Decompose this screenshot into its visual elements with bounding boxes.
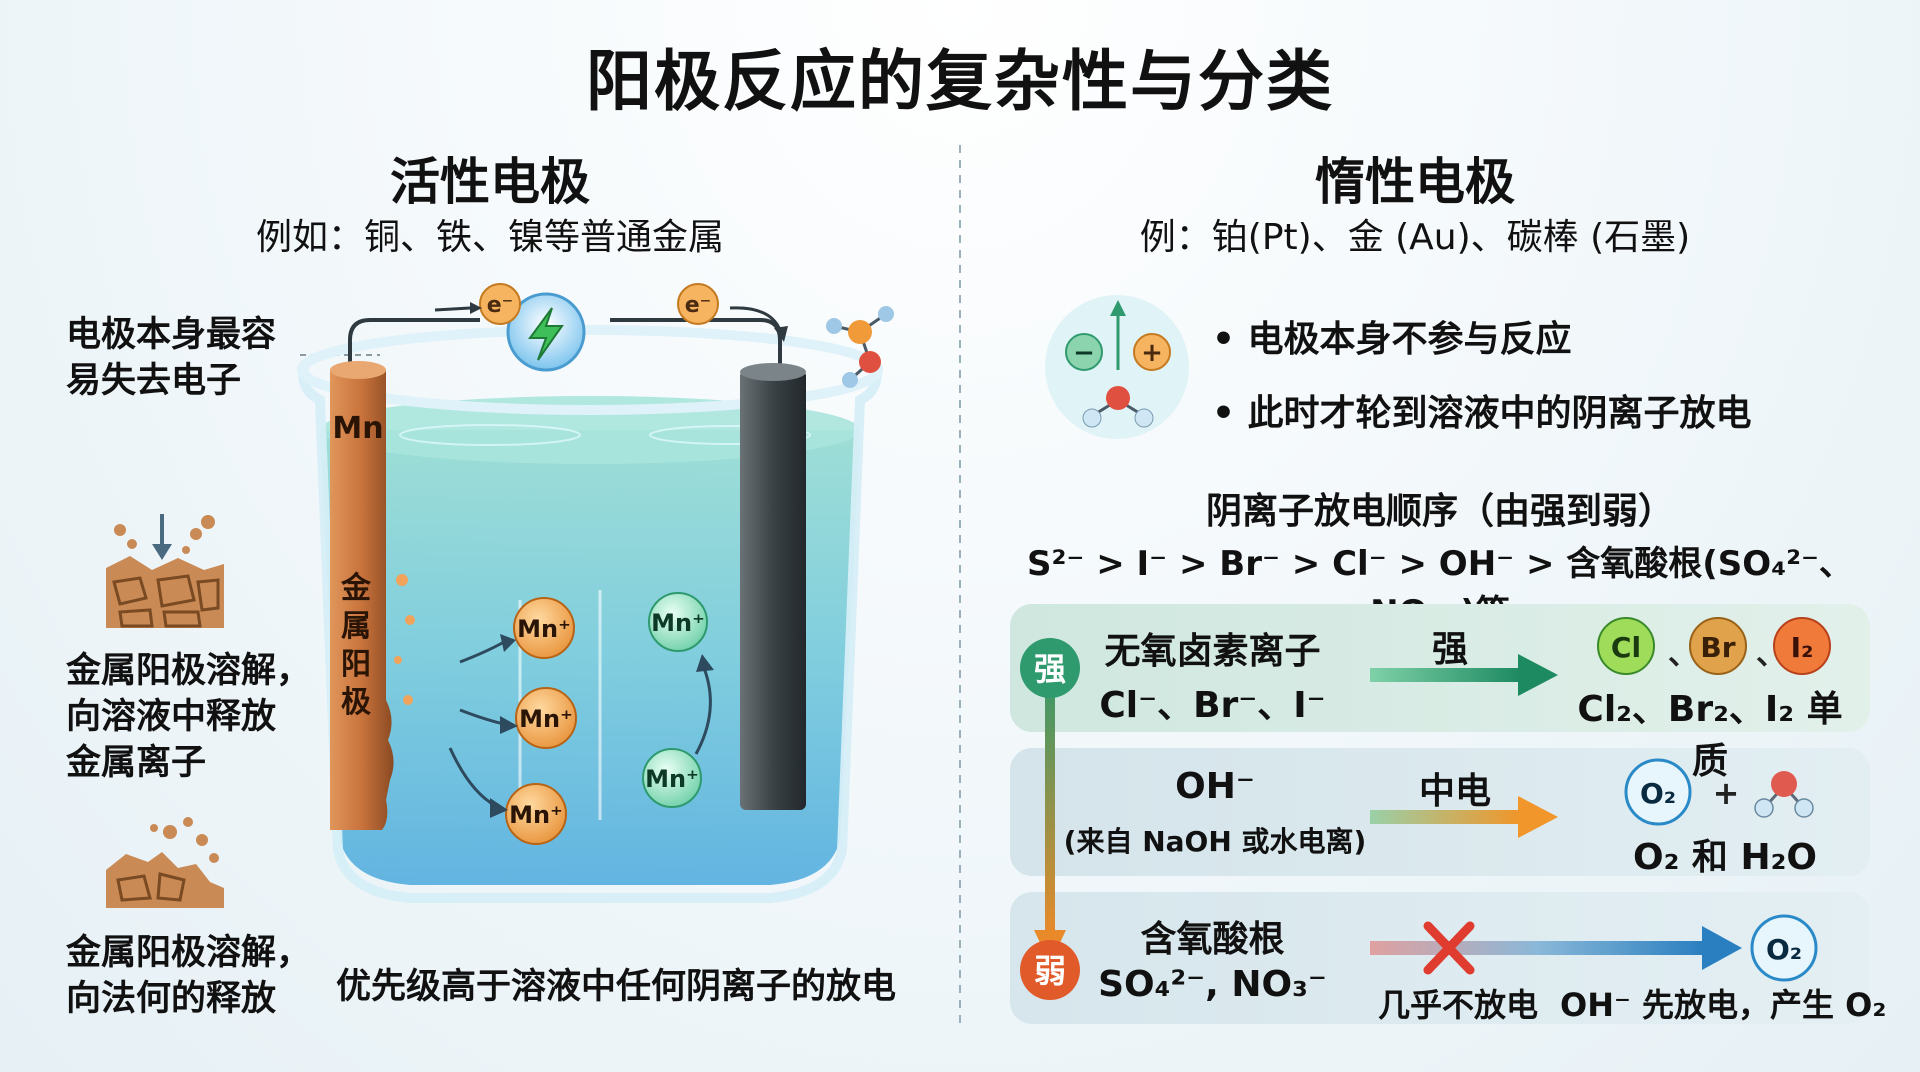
electron-label-2: e⁻ (685, 293, 712, 318)
badge-br: Br (1700, 631, 1735, 664)
row2-plus: + (1713, 774, 1740, 812)
badge-o2-row3: O₂ (1766, 933, 1802, 966)
row2-name: OH⁻ (1175, 766, 1255, 807)
inert-heading: 惰性电极 (1315, 153, 1515, 211)
note-bottom: 金属阳极溶解， 向法何的释放 (66, 930, 311, 1022)
svg-text:+: + (1141, 338, 1163, 368)
ion-label-5: Mn⁺ (645, 765, 699, 793)
order-title: 阴离子放电顺序（由强到弱） (1205, 491, 1674, 532)
center-divider (959, 145, 961, 1025)
row3-ions: SO₄²⁻, NO₃⁻ (1098, 964, 1327, 1005)
note-bottom-line-1: 金属阳极溶解， (66, 933, 312, 973)
note-top: 电极本身最容 易失去电子 (66, 312, 276, 404)
note-top-line-2: 易失去电子 (66, 361, 242, 401)
row3-result: OH⁻ 先放电，产生 O₂ (1560, 986, 1887, 1024)
active-heading: 活性电极 (390, 153, 590, 211)
ion-label-2: Mn⁺ (519, 705, 573, 733)
strong-label: 强 (1034, 650, 1066, 688)
rod-side-char-4: 极 (341, 685, 371, 720)
rod-side-char-2: 属 (341, 609, 371, 644)
row1-ions: Cl⁻、Br⁻、I⁻ (1099, 685, 1326, 726)
badge-i2: I₂ (1791, 631, 1814, 664)
ion-label-4: Mn⁺ (651, 609, 705, 637)
row2-arrow (1370, 796, 1558, 838)
inert-ion-icon: − + (1045, 295, 1189, 439)
row1-result: Cl₂、Br₂、I₂ 单质 (1577, 689, 1843, 782)
electron-label-1: e⁻ (487, 293, 514, 318)
rod-side-char-3: 阳 (341, 647, 371, 682)
row3-badge: O₂ (1750, 914, 1818, 982)
page-title: 阳极反应的复杂性与分类 (586, 43, 1334, 120)
order-formula: S²⁻ > I⁻ > Br⁻ > Cl⁻ > OH⁻ > 含氧酸根(SO₄²⁻、… (1027, 544, 1853, 633)
rod-label: Mn (332, 411, 383, 446)
badge-o2-row2: O₂ (1640, 777, 1676, 810)
note-mid: 金属阳极溶解， 向溶液中释放 金属离子 (66, 648, 311, 786)
note-top-line-1: 电极本身最容 (66, 315, 277, 355)
row3-name: 含氧酸根 (1140, 919, 1285, 960)
beaker-scene: e⁻ e⁻ Mn 金 属 阳 极 Mn⁺ Mn⁺ Mn⁺ Mn⁺ Mn⁺ (297, 283, 883, 903)
priority-note: 优先级高于溶液中任何阴离子的放电 (336, 967, 897, 1007)
ion-label-3: Mn⁺ (509, 801, 563, 829)
inert-bullet-1: • 电极本身不参与反应 (1212, 319, 1572, 360)
note-mid-line-3: 金属离子 (66, 743, 207, 783)
strength-scale: 强 弱 (1020, 638, 1080, 1000)
row1-badges: Cl 、 Br 、 I₂ (1597, 617, 1831, 675)
rod-side-char-1: 金 (340, 571, 372, 606)
molecule-icon (826, 306, 894, 388)
row1-arrow (1370, 654, 1558, 696)
note-mid-line-1: 金属阳极溶解， (66, 651, 312, 691)
note-mid-line-2: 向溶液中释放 (66, 697, 277, 737)
weak-label: 弱 (1034, 952, 1066, 990)
row1-arrow-label: 强 (1431, 629, 1468, 670)
inert-bullet-2: • 此时才轮到溶液中的阴离子放电 (1212, 393, 1752, 434)
metal-crumble-icon (106, 817, 224, 908)
inert-example: 例：铂(Pt)、金 (Au)、碳棒 (石墨) (1139, 217, 1691, 258)
metal-dissolve-icon (106, 514, 224, 628)
svg-text:−: − (1073, 338, 1095, 368)
row2-ions: (来自 NaOH 或水电离) (1063, 825, 1367, 858)
row2-result: O₂ 和 H₂O (1633, 837, 1817, 878)
inert-bullet-1-text: 电极本身不参与反应 (1247, 319, 1572, 360)
row2-arrow-label: 中电 (1418, 771, 1491, 812)
inert-bullet-2-text: 此时才轮到溶液中的阴离子放电 (1247, 393, 1752, 434)
active-example: 例如：铜、铁、镍等普通金属 (255, 217, 724, 258)
row2-badges: O₂ + (1624, 758, 1814, 826)
ion-label-1: Mn⁺ (517, 615, 571, 643)
row3-arrow (1370, 921, 1742, 975)
note-bottom-line-2: 向法何的释放 (66, 979, 277, 1019)
badge-cl: Cl (1611, 631, 1641, 664)
row1-name: 无氧卤素离子 (1104, 631, 1321, 672)
row3-left-note: 几乎不放电 (1378, 986, 1539, 1024)
